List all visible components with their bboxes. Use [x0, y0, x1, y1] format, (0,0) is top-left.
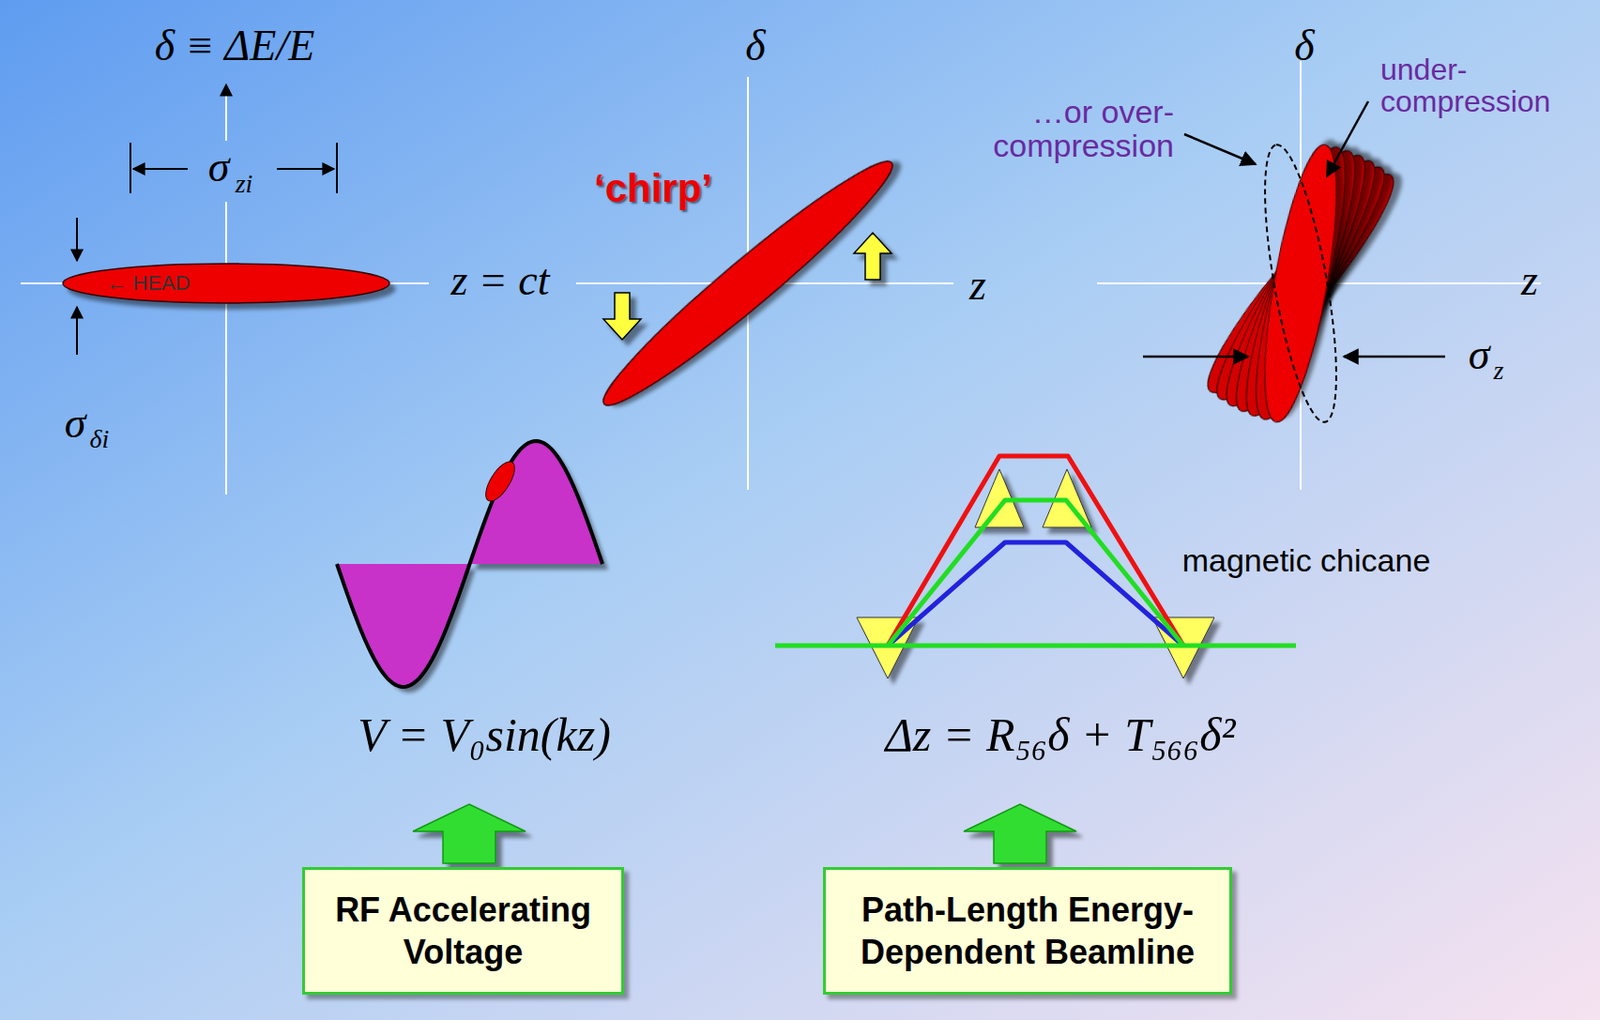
axis-label: δ [1294, 23, 1314, 69]
bunch-step [1249, 139, 1351, 427]
axis-label: z [969, 262, 987, 308]
chicane-label: magnetic chicane [1182, 544, 1432, 579]
axes-1 [20, 102, 429, 495]
head-label: ← HEAD [106, 272, 190, 294]
axes-2 [576, 76, 954, 490]
bunch-on-wave [480, 457, 520, 505]
block-arrows [412, 804, 1077, 864]
formula: V = V₀sin(kz) [357, 710, 611, 761]
rf-voltage-wave [336, 441, 603, 687]
callout-text: under-compression [1380, 54, 1582, 118]
subscript: z [1493, 356, 1505, 384]
energy-arrows [603, 232, 892, 340]
formula: Δz = R₅₆δ + T₅₆₆δ² [884, 710, 1235, 761]
bunch-step [1238, 140, 1363, 427]
axis-label: δ ≡ ΔE/E [154, 23, 316, 69]
label-box: RF Accelerating Voltage [302, 867, 625, 995]
axis-arrow [225, 84, 228, 132]
box-text: RF Accelerating Voltage [318, 888, 609, 974]
symbol: σ [1468, 332, 1491, 378]
axis-label: δ [745, 23, 765, 69]
over-compressed-bunch [1249, 139, 1351, 427]
wave-fill [336, 441, 603, 687]
subscript: zi [235, 169, 254, 198]
bunch-chirped [589, 144, 908, 422]
box-text: Path-Length Energy-Dependent Beamline [838, 888, 1217, 974]
symbol: σ [64, 400, 87, 446]
subscript: δi [90, 425, 110, 453]
symbol: σ [208, 144, 230, 190]
axis-label: z = ct [450, 258, 549, 304]
bunch-fan [1189, 139, 1412, 427]
bunch-initial [62, 263, 390, 304]
callout-text: …or over-compression [958, 95, 1174, 163]
wave-curve [336, 441, 603, 687]
chirp-label: ‘chirp’ [594, 167, 713, 210]
length-bracket [76, 142, 337, 355]
axis-label: z [1521, 258, 1539, 304]
label-box: Path-Length Energy-Dependent Beamline [822, 867, 1233, 995]
leader-lines [1142, 101, 1446, 357]
